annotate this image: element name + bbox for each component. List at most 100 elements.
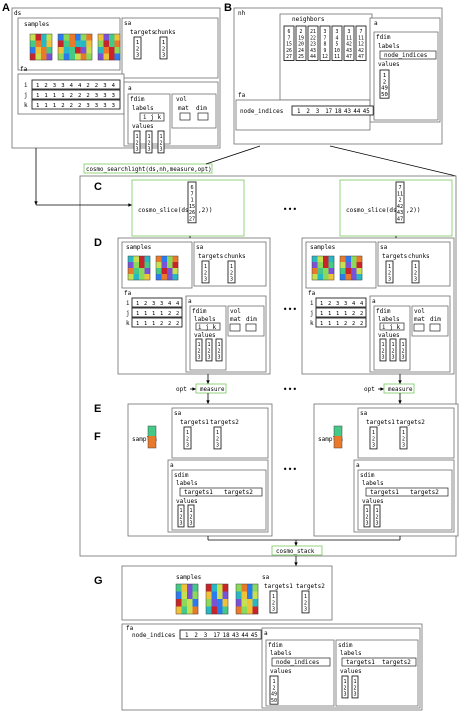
- d-left-heat-1-border: [127, 255, 151, 281]
- g-heat-3-cell: [247, 591, 253, 600]
- g-heat-1-cell: [192, 584, 199, 592]
- d-right-fa-value: 1: [328, 321, 331, 327]
- fa-row-value: 3: [103, 103, 106, 109]
- slice-left-tail: ,2)): [198, 207, 212, 214]
- g-heat-3-cell: [241, 599, 248, 607]
- ds-dim-cell: [197, 112, 209, 121]
- d-right-val-3-value: 3: [401, 355, 404, 361]
- f-right-v2-value: 2: [375, 514, 378, 520]
- d-right-heat-1-cell: [312, 262, 318, 269]
- slice-right-idx-bracket: [395, 181, 405, 224]
- d-right-heat-1-cell: [328, 262, 335, 269]
- d-left-heat-2-cell: [156, 262, 162, 269]
- ds-values-vec-2-value: 3: [147, 147, 150, 153]
- d-left-heat-1-cell: [144, 274, 151, 281]
- g-heat-1-cell: [181, 599, 188, 607]
- ds-heatmap-1-cell: [30, 47, 36, 54]
- d-right-val-3-bracket: [399, 338, 407, 362]
- g-sdim-v1-bracket: [341, 675, 349, 699]
- ds-fa-label: fa: [20, 66, 28, 73]
- fa-row-value: 3: [112, 103, 115, 109]
- nh-neighbor-col-value: 8: [324, 42, 327, 48]
- fa-row-bracket: [31, 89, 121, 100]
- f-left-v2-value: 1: [189, 508, 192, 514]
- ds-heatmap-3-cell: [114, 40, 121, 48]
- d-left-val-3-value: 2: [217, 348, 220, 354]
- d-left-heat-2-cell: [161, 274, 168, 281]
- nh-a-label: a: [374, 20, 378, 27]
- d-right-heat-2-cell: [356, 268, 363, 275]
- g-fdim-node-indices: node_indices: [276, 659, 320, 666]
- f-right-v2-value: 1: [375, 508, 378, 514]
- d-left-heat-1-cell: [139, 268, 145, 275]
- g-sdim-v1-value: 3: [343, 692, 346, 698]
- nh-neighbor-col-value: 43: [346, 48, 352, 54]
- ds-values-vec-2-value: 1: [147, 134, 150, 140]
- g-heat-3-cell: [236, 591, 242, 600]
- nh-neighbors-label: neighbors: [292, 16, 325, 23]
- nh-neighbor-col-value: 11: [346, 35, 352, 41]
- ds-heatmap-2-cell: [58, 34, 64, 41]
- d-left-fa-value: 1: [160, 311, 163, 317]
- d-left-val-1-bracket: [195, 338, 203, 362]
- d-right-a-label: a: [372, 298, 376, 305]
- slice-right-idx-value: 7: [398, 185, 401, 191]
- g-fa-vec-value: 2: [194, 633, 198, 639]
- d-right-fa-value: 1: [336, 321, 339, 327]
- ds-heatmap-2-cell: [86, 40, 93, 48]
- g-heat-2-cell: [211, 599, 218, 607]
- searchlight-call: cosmo_searchlight(ds,nh,measure,opt): [86, 167, 212, 173]
- ds-heatmap-1-cell: [41, 47, 47, 54]
- nh-neighbor-col-value: 21: [310, 29, 316, 35]
- d-right-heat-1-cell: [328, 274, 335, 281]
- nh-neighbor-col-value: 15: [286, 42, 292, 48]
- g-fa-vec-value: 45: [251, 633, 258, 639]
- ds-values-vec-1-value: 3: [135, 147, 138, 153]
- g-sdim-labels: labels: [340, 650, 362, 657]
- ds-chunks-vec-value: 1: [162, 40, 165, 46]
- g-heat-1-cell: [192, 591, 199, 600]
- g-sa-label: sa: [262, 574, 270, 581]
- nh-neighbor-col-value: 3: [324, 29, 327, 35]
- nh-fa-vec-value: 18: [335, 109, 342, 115]
- nh-neighbor-col-value: 6: [288, 29, 291, 35]
- fa-row-value: 3: [103, 83, 106, 89]
- ds-heatmap-3-cell: [114, 34, 121, 41]
- d-right-heat-1-cell: [317, 256, 324, 263]
- g-fa-vec-value: 18: [223, 633, 230, 639]
- d-left-a-label: a: [188, 298, 192, 305]
- g-heat-2-cell: [217, 599, 223, 607]
- nh-values-label: values: [378, 61, 400, 68]
- d-left-heat-1-cell: [128, 274, 134, 281]
- f-right-t1-vec-value: 1: [372, 430, 375, 436]
- ds-ijk-cell: [139, 112, 165, 122]
- ds-heatmap-1-cell: [46, 40, 53, 48]
- f-left-t1-vec-value: 2: [186, 436, 189, 442]
- d-left-chunks-vec-value: 2: [230, 270, 233, 276]
- nh-neighbor-col-value: 47: [358, 54, 364, 60]
- fa-row-value: 1: [44, 103, 47, 109]
- d-right-val-2-bracket: [389, 338, 397, 362]
- fa-row-value: 4: [78, 83, 82, 89]
- f-left-v1-value: 1: [179, 508, 182, 514]
- d-right-heat-2-cell: [345, 262, 352, 269]
- d-right-fa-value: 2: [352, 321, 355, 327]
- nh-neighbor-col-value: 10: [334, 48, 340, 54]
- ds-heatmap-2-cell: [58, 40, 64, 48]
- fa-row-value: 2: [44, 83, 47, 89]
- d-right-fa-key: k: [310, 320, 314, 327]
- d-left-heat-2-cell: [156, 256, 162, 263]
- g-fa-node-label: node_indices: [132, 632, 176, 639]
- g-heat-2-cell: [222, 599, 229, 607]
- f-left-sample-top: [148, 426, 156, 436]
- ds-heatmap-3-cell: [98, 40, 104, 48]
- slice-right-call: cosmo_slice(ds,: [346, 207, 400, 214]
- slice-right-idx-value: 47: [397, 217, 403, 223]
- ds-heatmap-2-cell: [86, 47, 93, 54]
- fa-row-value: 2: [86, 93, 89, 99]
- f-left-t2-vec-value: 3: [216, 443, 219, 449]
- nh-fa-node-label: node_indices: [240, 108, 284, 115]
- e-to-f-left-head: [206, 400, 210, 404]
- d-left-heat-1-cell: [144, 268, 151, 275]
- d-right-fa-value: 1: [320, 311, 323, 317]
